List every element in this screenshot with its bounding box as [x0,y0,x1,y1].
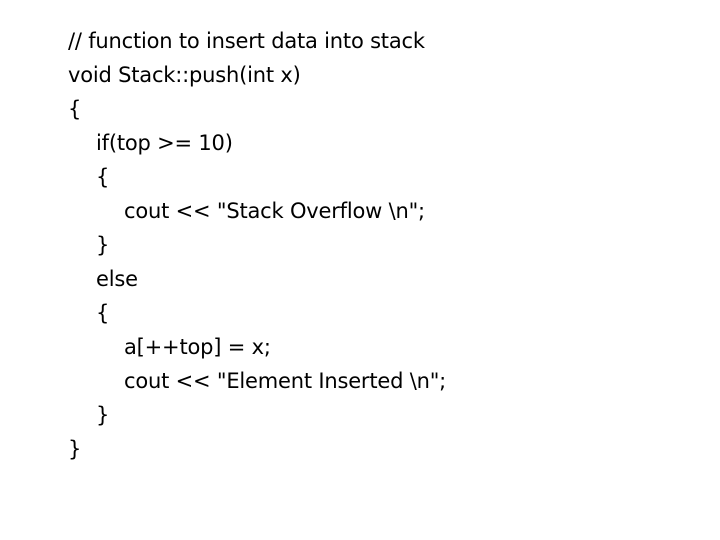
code-line: } [68,437,82,461]
code-line: { [68,97,82,121]
code-line: else [96,267,138,291]
code-line: // function to insert data into stack [68,29,425,53]
code-line: a[++top] = x; [124,335,271,359]
code-block: // function to insert data into stack vo… [68,24,688,466]
code-line: } [96,233,110,257]
code-line: void Stack::push(int x) [68,63,301,87]
code-line: { [96,301,110,325]
code-line: if(top >= 10) [96,131,233,155]
code-line: { [96,165,110,189]
code-line: } [96,403,110,427]
code-line: cout << "Element Inserted \n"; [124,369,447,393]
code-line: cout << "Stack Overflow \n"; [124,199,425,223]
